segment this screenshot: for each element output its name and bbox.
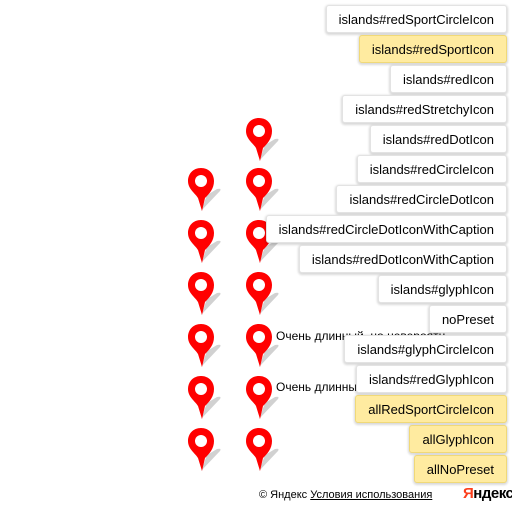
logo-first-letter: Я (463, 485, 474, 502)
preset-button-red-stretchy-icon[interactable]: islands#redStretchyIcon (342, 95, 507, 123)
preset-button-glyph-icon[interactable]: islands#glyphIcon (377, 275, 507, 303)
preset-button-red-dot-icon-with-caption[interactable]: islands#redDotIconWithCaption (298, 245, 507, 273)
red-placemark-icon[interactable] (245, 167, 283, 215)
red-placemark-icon[interactable] (245, 375, 283, 423)
preset-button-red-sport-icon[interactable]: islands#redSportIcon (358, 35, 507, 63)
preset-button-red-circle-dot-icon[interactable]: islands#redCircleDotIcon (336, 185, 507, 213)
copyright: © Яндекс Условия использования (259, 487, 432, 503)
preset-button-glyph-circle-icon[interactable]: islands#glyphCircleIcon (344, 335, 507, 363)
preset-button-red-glyph-icon[interactable]: islands#redGlyphIcon (355, 365, 507, 393)
red-placemark-icon[interactable] (245, 117, 283, 165)
preset-button-red-sport-circle-icon[interactable]: islands#redSportCircleIcon (325, 5, 507, 33)
red-placemark-icon[interactable] (245, 427, 283, 475)
preset-button-no-preset[interactable]: noPreset (428, 305, 507, 333)
red-placemark-icon[interactable] (187, 375, 225, 423)
red-placemark-icon[interactable] (187, 427, 225, 475)
preset-button-all-red-sport-circle-icon[interactable]: allRedSportCircleIcon (355, 395, 507, 423)
red-placemark-icon[interactable] (187, 167, 225, 215)
preset-button-red-circle-dot-icon-with-caption[interactable]: islands#redCircleDotIconWithCaption (265, 215, 507, 243)
copyright-text: © Яндекс (259, 489, 308, 501)
red-placemark-icon[interactable] (187, 219, 225, 267)
red-placemark-icon[interactable] (187, 271, 225, 319)
red-placemark-icon[interactable] (245, 271, 283, 319)
preset-button-all-no-preset[interactable]: allNoPreset (413, 455, 507, 483)
preset-button-red-icon[interactable]: islands#redIcon (389, 65, 507, 93)
preset-button-all-glyph-icon[interactable]: allGlyphIcon (409, 425, 507, 453)
logo-rest: ндекс (473, 485, 512, 502)
preset-button-red-dot-icon[interactable]: islands#redDotIcon (369, 125, 507, 153)
terms-link[interactable]: Условия использования (310, 489, 433, 501)
red-placemark-icon[interactable] (187, 323, 225, 371)
preset-button-red-circle-icon[interactable]: islands#redCircleIcon (356, 155, 507, 183)
placemark-caption: Очень длинный, но невероятно (276, 380, 366, 394)
red-placemark-icon[interactable] (245, 219, 283, 267)
yandex-logo[interactable]: Яндекс (463, 484, 512, 504)
red-placemark-icon[interactable] (245, 323, 283, 371)
